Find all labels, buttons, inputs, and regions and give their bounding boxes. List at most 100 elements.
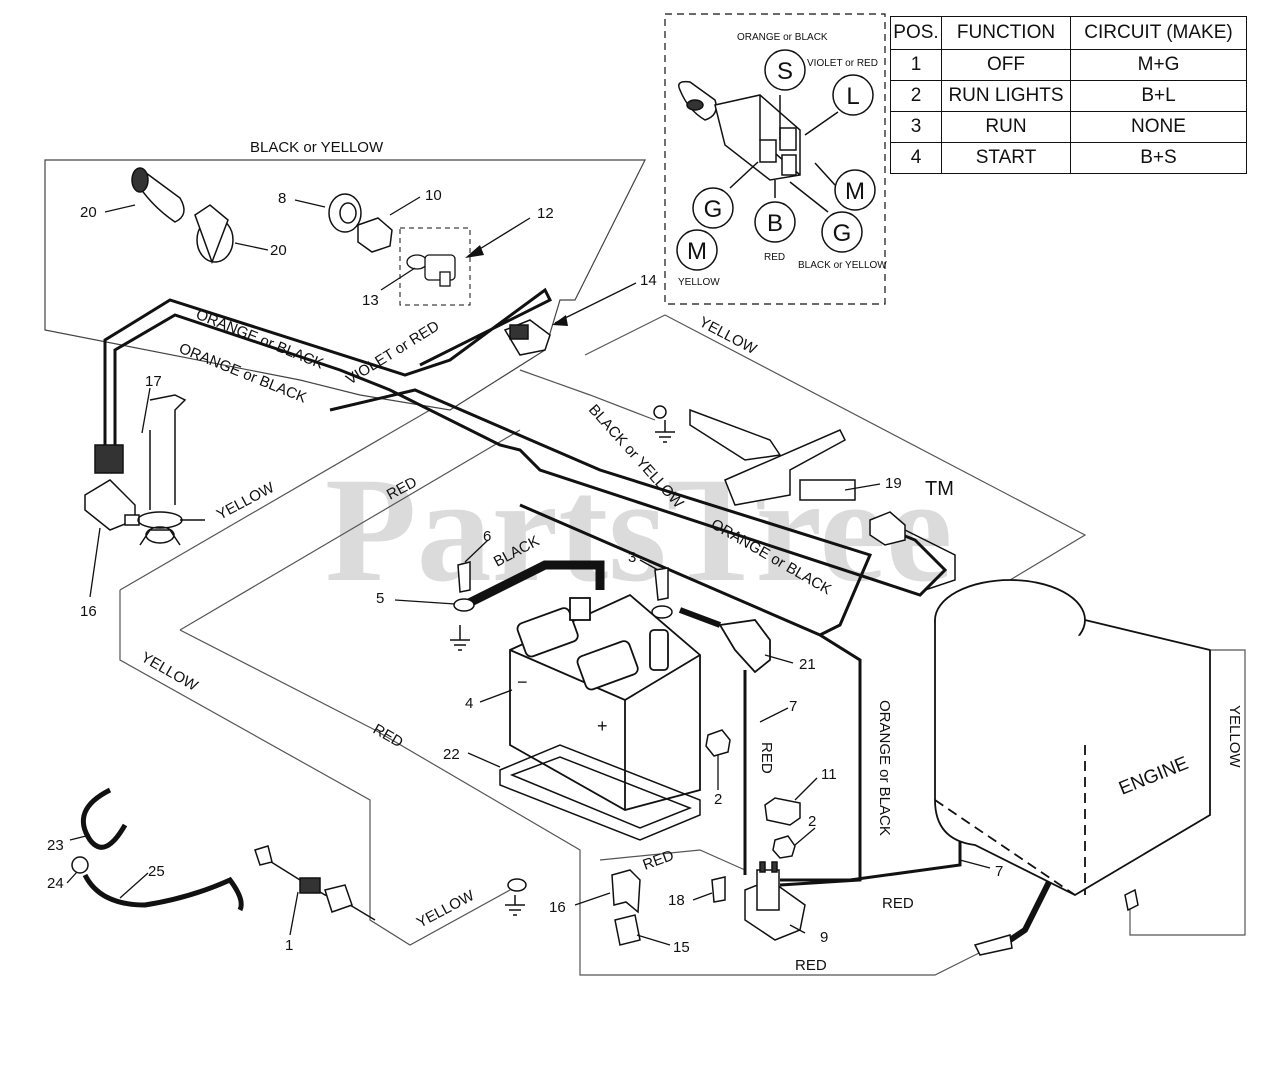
- label-red-bottom-right: RED: [641, 847, 677, 874]
- nut-2b: [772, 835, 796, 859]
- callout-15: 15: [673, 939, 690, 956]
- callout-25: 24: [47, 875, 64, 892]
- wire-yellow-right: [1129, 649, 1246, 936]
- connector-17: [84, 444, 140, 531]
- arrow-heads: [465, 245, 568, 326]
- cell-function: RUN LIGHTS: [941, 80, 1071, 112]
- thick-wire-group: [103, 287, 962, 887]
- callout-13: 13: [362, 292, 379, 309]
- cell-function: OFF: [941, 49, 1071, 81]
- terminal-m1: M: [845, 178, 865, 205]
- hose-26: [82, 873, 244, 912]
- cell-pos: 1: [890, 49, 942, 81]
- callout-24: 23: [47, 837, 64, 854]
- callout-8: 8: [278, 190, 286, 207]
- ignition-switch-box: [399, 227, 471, 306]
- battery-minus: −: [517, 672, 528, 692]
- callout-18: 17: [145, 373, 162, 390]
- header-circuit: CIRCUIT (MAKE): [1070, 16, 1247, 50]
- switch-label-black-yellow: BLACK or YELLOW: [798, 260, 887, 271]
- wire-black-yellow-ground: [519, 369, 656, 421]
- washer-5: [453, 598, 475, 612]
- switch-label-violet-red: VIOLET or RED: [807, 58, 878, 69]
- header-pos: POS.: [890, 16, 942, 50]
- wire-red-engine: [780, 820, 962, 882]
- label-black-yellow-top: BLACK or YELLOW: [250, 139, 384, 156]
- callout-20: 20: [270, 242, 287, 259]
- battery-4: [509, 593, 701, 811]
- connector-14: [503, 319, 551, 356]
- switch-label-yellow: YELLOW: [678, 277, 720, 288]
- bracket: [689, 408, 856, 506]
- boot-22: [718, 619, 771, 674]
- callout-2a: 2: [714, 791, 722, 808]
- clip-16: [611, 869, 641, 914]
- terminal-b: B: [767, 210, 783, 237]
- cell-pos: 2: [890, 80, 942, 112]
- clip-15: [614, 914, 641, 946]
- table-row: 4 START B+S: [890, 142, 1247, 174]
- table-row: 1 OFF M+G: [890, 49, 1247, 81]
- callout-7a: 7: [789, 698, 797, 715]
- switch-detail-box: [664, 13, 886, 305]
- cell-pos: 3: [890, 111, 942, 143]
- terminal-g1: G: [704, 196, 723, 223]
- cable-engine: [1008, 858, 1063, 943]
- callout-23: 22: [443, 746, 460, 763]
- callout-6: 6: [483, 528, 491, 545]
- callout-16: 16: [549, 899, 566, 916]
- ground-symbols: [450, 420, 675, 916]
- label-violet-red: VIOLET or RED: [343, 317, 442, 388]
- wire-red-mid: [179, 429, 521, 631]
- connector-19: [869, 511, 906, 546]
- nut-10: [357, 217, 393, 253]
- bolt-18b: [711, 876, 726, 903]
- callout-4: 4: [465, 695, 473, 712]
- cap-11: [764, 797, 801, 826]
- switch-function-table: POS. FUNCTION CIRCUIT (MAKE) 1 OFF M+G 2…: [890, 16, 1247, 174]
- ground-lug-2: [507, 878, 527, 892]
- header-function: FUNCTION: [941, 16, 1071, 50]
- callout-12: 12: [537, 205, 554, 222]
- callout-numbers: 20 20 8 10 12 13 14 17 16 19 6 5 3 4 21 …: [47, 187, 1003, 956]
- ground-lug-1: [653, 405, 667, 419]
- callout-5: 5: [376, 590, 384, 607]
- callout-14: 14: [640, 272, 657, 289]
- dash-panel-outline: [44, 159, 646, 411]
- bolt-6: [457, 561, 471, 593]
- label-red-solenoid: RED: [882, 895, 914, 912]
- engine-block: [934, 579, 1211, 897]
- wire-19: [904, 529, 956, 591]
- table-row: 3 RUN NONE: [890, 111, 1247, 143]
- watermark-tm: TM: [925, 478, 954, 500]
- clamp-25: [71, 856, 89, 874]
- leader-lines: [66, 196, 991, 946]
- bushing-8: [328, 193, 362, 233]
- engine-plug: [973, 934, 1013, 956]
- label-yellow-right: YELLOW: [1226, 705, 1243, 768]
- cell-circuit: B+S: [1070, 142, 1247, 174]
- cell-circuit: M+G: [1070, 49, 1247, 81]
- callout-9: 9: [820, 929, 828, 946]
- cable-black: [462, 560, 605, 610]
- callout-10: 10: [425, 187, 442, 204]
- bolt-3: [654, 567, 669, 601]
- battery-tray-23: [499, 744, 701, 841]
- wire-yellow-left: [119, 409, 431, 591]
- column-post: [137, 394, 205, 546]
- washer-3: [651, 605, 673, 619]
- callout-18b: 18: [668, 892, 685, 909]
- callout-11: 11: [821, 766, 837, 783]
- callout-7b: 7: [995, 863, 1003, 880]
- callout-26: 25: [148, 863, 165, 880]
- switch-label-red: RED: [764, 252, 785, 263]
- wire-yellow-top: [584, 314, 1087, 581]
- terminal-g2: G: [833, 220, 852, 247]
- terminal-s: S: [777, 58, 793, 85]
- wire-yellow-lower: [119, 590, 511, 946]
- ignition-switch-13: [406, 254, 456, 287]
- switch-terminals: S L G B M M G: [676, 49, 876, 271]
- cell-circuit: NONE: [1070, 111, 1247, 143]
- label-red-vertical: RED: [758, 742, 775, 774]
